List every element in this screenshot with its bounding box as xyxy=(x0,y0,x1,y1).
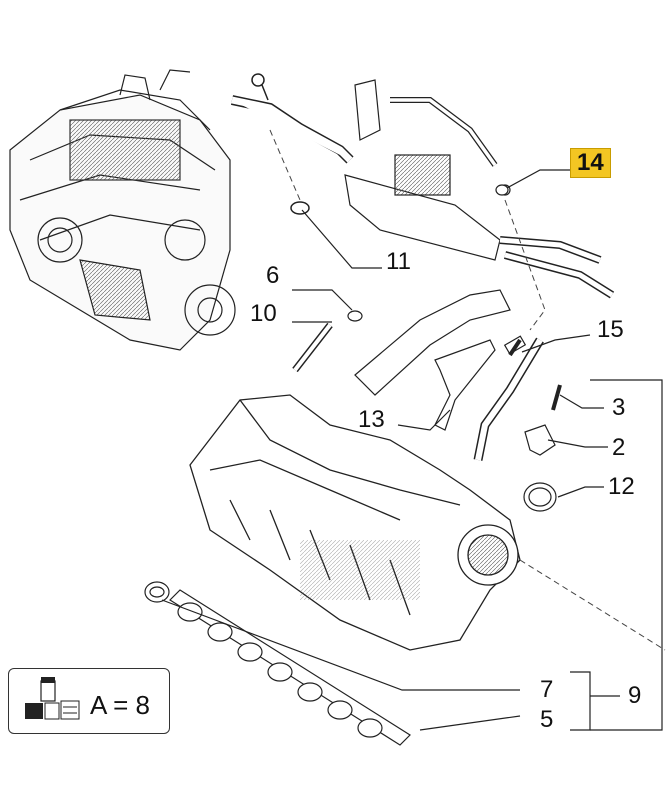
intake-manifold-illustration xyxy=(189,394,521,651)
legend-box xyxy=(8,668,170,734)
callout-15[interactable]: 15 xyxy=(597,316,624,343)
callout-5[interactable]: 5 xyxy=(540,706,554,733)
callout-11[interactable]: 11 xyxy=(386,248,411,275)
egr-pipe-illustration xyxy=(354,289,544,461)
callout-13[interactable]: 13 xyxy=(358,406,385,433)
sensor-and-gasket-illustration xyxy=(523,424,557,512)
leader-lines xyxy=(161,169,663,731)
hose-pipe-illustration xyxy=(230,73,354,215)
gaskets-illustration xyxy=(144,581,411,746)
callout-14-highlighted[interactable]: 14 xyxy=(570,148,611,178)
parts-kit-icon xyxy=(25,677,80,720)
engine-assembly-illustration xyxy=(9,69,236,351)
callout-2[interactable]: 2 xyxy=(612,434,626,461)
callout-3[interactable]: 3 xyxy=(612,394,626,421)
legend-text: A = 8 xyxy=(90,690,150,720)
callout-9[interactable]: 9 xyxy=(628,682,642,709)
callout-6[interactable]: 6 xyxy=(266,262,280,289)
egr-cooler-illustration xyxy=(344,79,615,299)
callout-7[interactable]: 7 xyxy=(540,676,554,703)
callout-10[interactable]: 10 xyxy=(250,300,277,327)
dashed-axis-lines xyxy=(269,129,666,651)
callout-12[interactable]: 12 xyxy=(608,473,635,500)
small-parts-illustration xyxy=(292,184,562,411)
